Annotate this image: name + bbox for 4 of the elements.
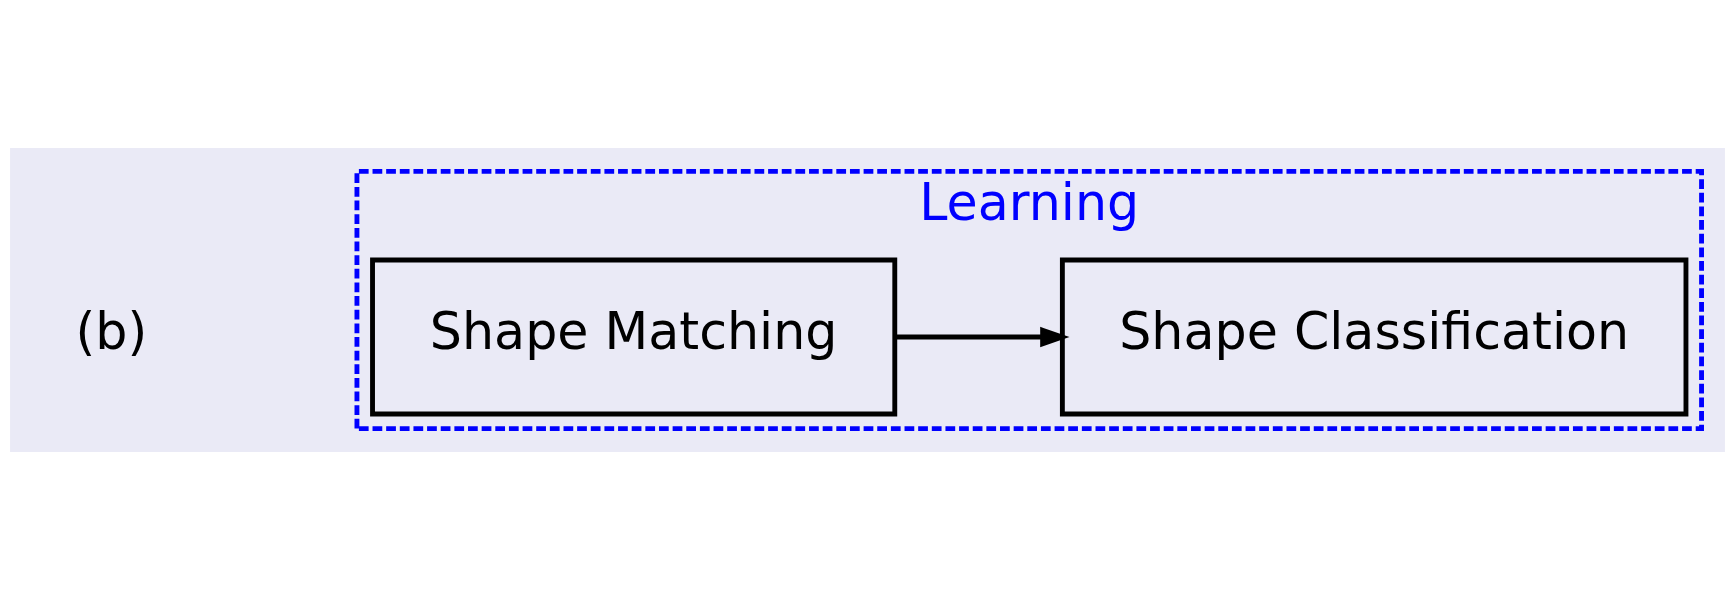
label: (b) — [75, 302, 148, 362]
node-box: Shape Classification — [1059, 257, 1689, 417]
node-box: Shape Matching — [370, 257, 898, 417]
arrow — [894, 326, 1070, 348]
